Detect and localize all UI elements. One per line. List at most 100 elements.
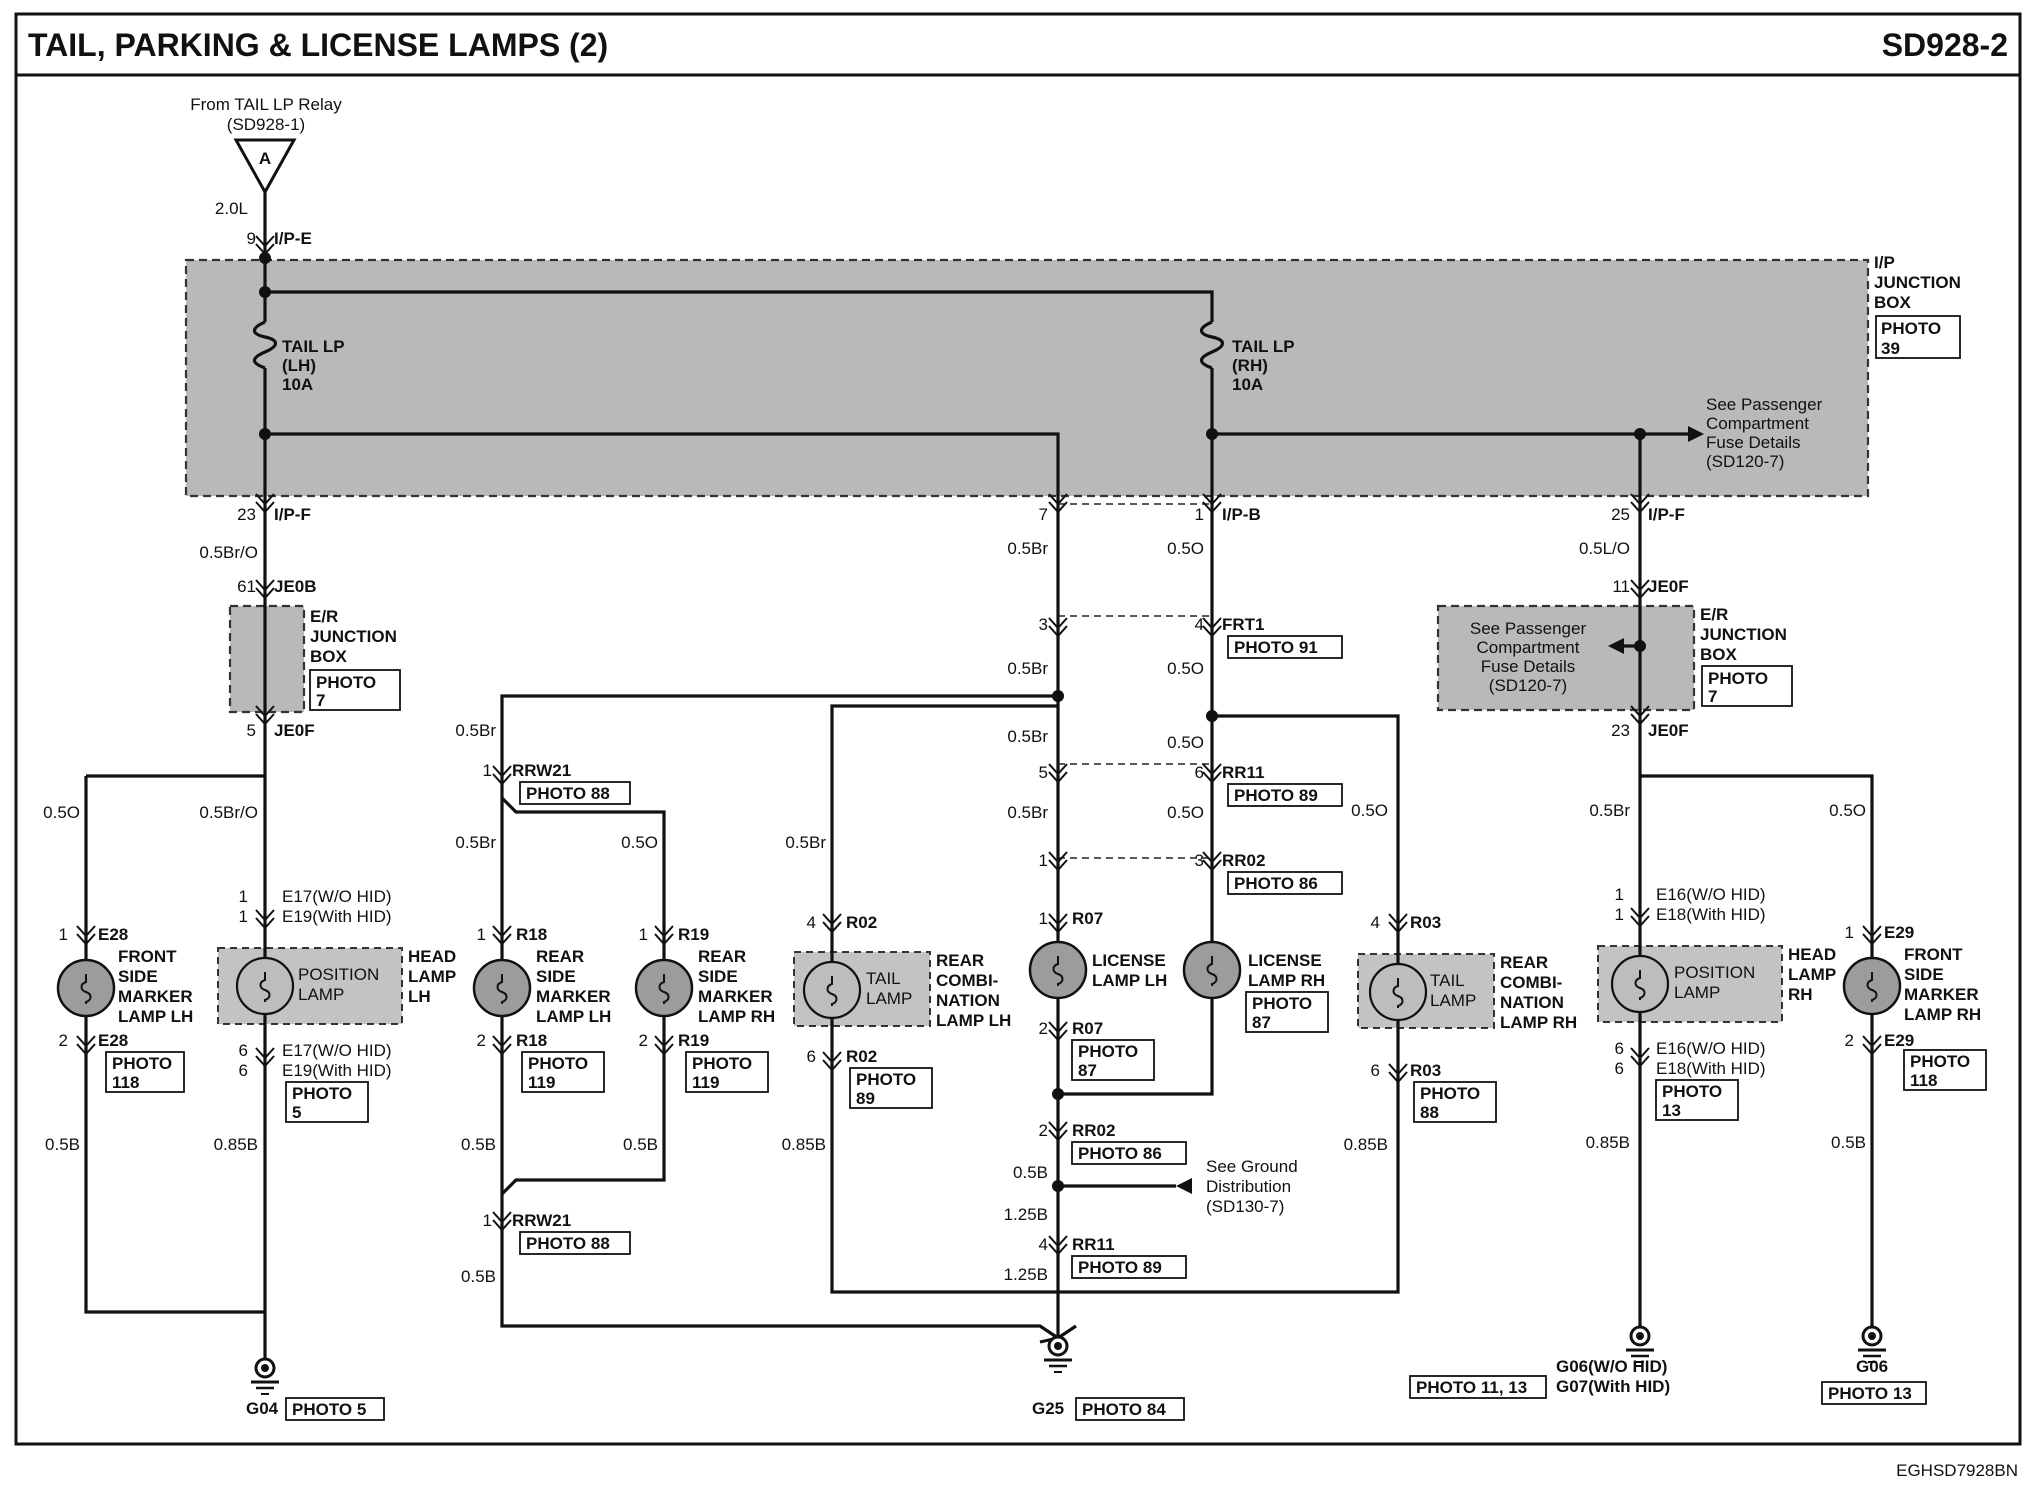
connector-mark <box>492 933 512 946</box>
g25-photo-box <box>1075 1397 1185 1421</box>
component-name: LAMP RH <box>698 1007 775 1026</box>
connector-id: RRW21 <box>512 761 571 780</box>
connector-chevrons <box>76 235 1882 1256</box>
wire-size: 0.5B <box>1831 1133 1866 1152</box>
see-fuse-top-note: Compartment <box>1706 414 1809 433</box>
photo-86-box <box>1227 871 1343 895</box>
connector-mark <box>1048 763 1068 776</box>
photo-ref: PHOTO 84 <box>1082 1400 1166 1419</box>
wire-size: 0.85B <box>1344 1135 1388 1154</box>
connector-mark <box>654 933 674 946</box>
ground-icon <box>1054 1342 1062 1350</box>
component-name: NATION <box>1500 993 1564 1012</box>
pin-number: 1 <box>239 887 248 906</box>
bulb-rear-side-rh <box>634 958 694 1018</box>
connector-mark <box>1862 1043 1882 1056</box>
component-name: REAR <box>536 947 584 966</box>
filament-icon <box>259 972 271 1002</box>
pin-number: 1 <box>1845 923 1854 942</box>
photo-ref: PHOTO <box>112 1054 172 1073</box>
photo-ref: PHOTO <box>1662 1082 1722 1101</box>
connector-id: E17(W/O HID) <box>282 887 392 906</box>
ip-jb-label: JUNCTION <box>1874 273 1961 292</box>
wire-size: 0.85B <box>214 1135 258 1154</box>
er-junction-box-left <box>228 604 306 714</box>
connector-id: JE0F <box>1648 721 1689 740</box>
connector-mark <box>1630 501 1650 514</box>
footer-code: EGHSD7928BN <box>1896 1461 2018 1480</box>
wire-size: 0.5O <box>43 803 80 822</box>
arrow-to-fuse-details <box>1688 426 1704 442</box>
photo-88b-box <box>1413 1081 1497 1123</box>
photo-ref: PHOTO 91 <box>1234 638 1318 657</box>
connector-id: RRW21 <box>512 1211 571 1230</box>
photo-ref: PHOTO <box>856 1070 916 1089</box>
fuse-tail-lp-lh <box>252 320 278 370</box>
ip-jb-photo-box <box>1875 315 1961 359</box>
bulb-position-rh <box>1610 954 1670 1014</box>
wire-size: 0.85B <box>782 1135 826 1154</box>
connector-id: RR11 <box>1072 1235 1115 1254</box>
connector-id: R07 <box>1072 909 1103 928</box>
wire-size: 0.5Br <box>785 833 826 852</box>
connector-mark <box>1048 1029 1068 1042</box>
connector-mark <box>1048 1129 1068 1142</box>
connector-mark <box>255 579 275 592</box>
ground-symbols <box>80 956 1886 1395</box>
connector-mark <box>492 773 512 786</box>
pin-number: 1 <box>1039 909 1048 928</box>
pin-number: 11 <box>1612 577 1630 596</box>
er-jb-left-photo: 7 <box>316 691 325 710</box>
bulb-position-lh <box>235 956 295 1016</box>
component-name: COMBI- <box>936 971 998 990</box>
connector-mark <box>1202 625 1222 638</box>
wire-size: 0.5Br <box>1007 803 1048 822</box>
source-note: (SD928-1) <box>227 115 305 134</box>
connector-mark <box>76 1035 96 1048</box>
connector-id: R19 <box>678 925 709 944</box>
component-name: COMBI- <box>1500 973 1562 992</box>
connector-mark <box>255 713 275 726</box>
photo-ref: 89 <box>856 1089 875 1108</box>
pin-number: 6 <box>1615 1039 1624 1058</box>
wire-size: 0.5O <box>1167 733 1204 752</box>
connector-id: R02 <box>846 913 877 932</box>
connector-mark <box>492 925 512 938</box>
component-name: LAMP RH <box>1904 1005 1981 1024</box>
connector-id: E18(With HID) <box>1656 905 1766 924</box>
pin-number: 1 <box>1615 905 1624 924</box>
connector-mark <box>76 1043 96 1056</box>
pin-number: 6 <box>807 1047 816 1066</box>
photo-119b-box <box>685 1051 769 1093</box>
ip-jb-photo: 39 <box>1881 339 1900 358</box>
see-fuse-er-note: Compartment <box>1477 638 1580 657</box>
er-jb-left-label: JUNCTION <box>310 627 397 646</box>
connector-id: E18(With HID) <box>1656 1059 1766 1078</box>
wire-size: 0.5B <box>45 1135 80 1154</box>
connector-mark <box>1202 493 1222 506</box>
bulbs <box>56 940 1902 1022</box>
pin-number: 2 <box>477 1031 486 1050</box>
pin-number: 6 <box>1195 763 1204 782</box>
er-jb-right-photo-box <box>1701 665 1793 707</box>
ground-note: See Ground <box>1206 1157 1298 1176</box>
wire-size: 0.5Br <box>1007 539 1048 558</box>
er-jb-left-photo: PHOTO <box>316 673 376 692</box>
pin-number: 6 <box>239 1041 248 1060</box>
photo-ref: PHOTO 13 <box>1828 1384 1912 1403</box>
filament-icon <box>658 974 670 1004</box>
connector-mark <box>822 921 842 934</box>
pin-number: 7 <box>1039 505 1048 524</box>
connector-mark <box>1048 501 1068 514</box>
component-name: FRONT <box>1904 945 1963 964</box>
g06-photo-box <box>1821 1381 1927 1405</box>
component-name: MARKER <box>118 987 193 1006</box>
source-note: From TAIL LP Relay <box>190 95 342 114</box>
er-jb-left-label: BOX <box>310 647 348 666</box>
pin-number: 5 <box>247 721 256 740</box>
component-name: HEAD <box>1788 945 1836 964</box>
bulb-license-rh <box>1182 940 1242 1000</box>
connector-mark <box>1388 1071 1408 1084</box>
g04-photo-box <box>285 1397 385 1421</box>
